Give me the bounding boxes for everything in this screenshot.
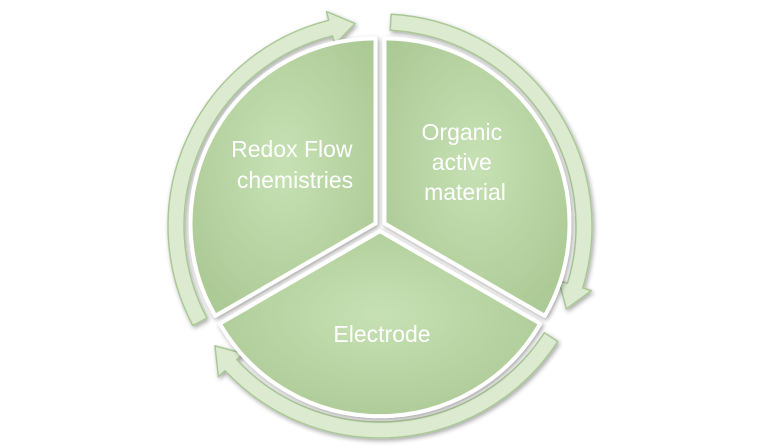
segment-organic-active-material bbox=[382, 36, 572, 318]
segment-electrode bbox=[217, 229, 543, 419]
segment-redox-flow bbox=[188, 36, 378, 318]
arrow-organic-to-electrode bbox=[389, 13, 593, 310]
arrow-redox-to-organic bbox=[167, 10, 356, 327]
segment-label-organic-active-material: Organic active material bbox=[422, 119, 509, 205]
segment-label-electrode: Electrode bbox=[333, 321, 430, 347]
arrow-electrode-to-redox bbox=[214, 331, 559, 439]
segment-label-redox-flow: Redox Flow chemistries bbox=[231, 136, 359, 193]
